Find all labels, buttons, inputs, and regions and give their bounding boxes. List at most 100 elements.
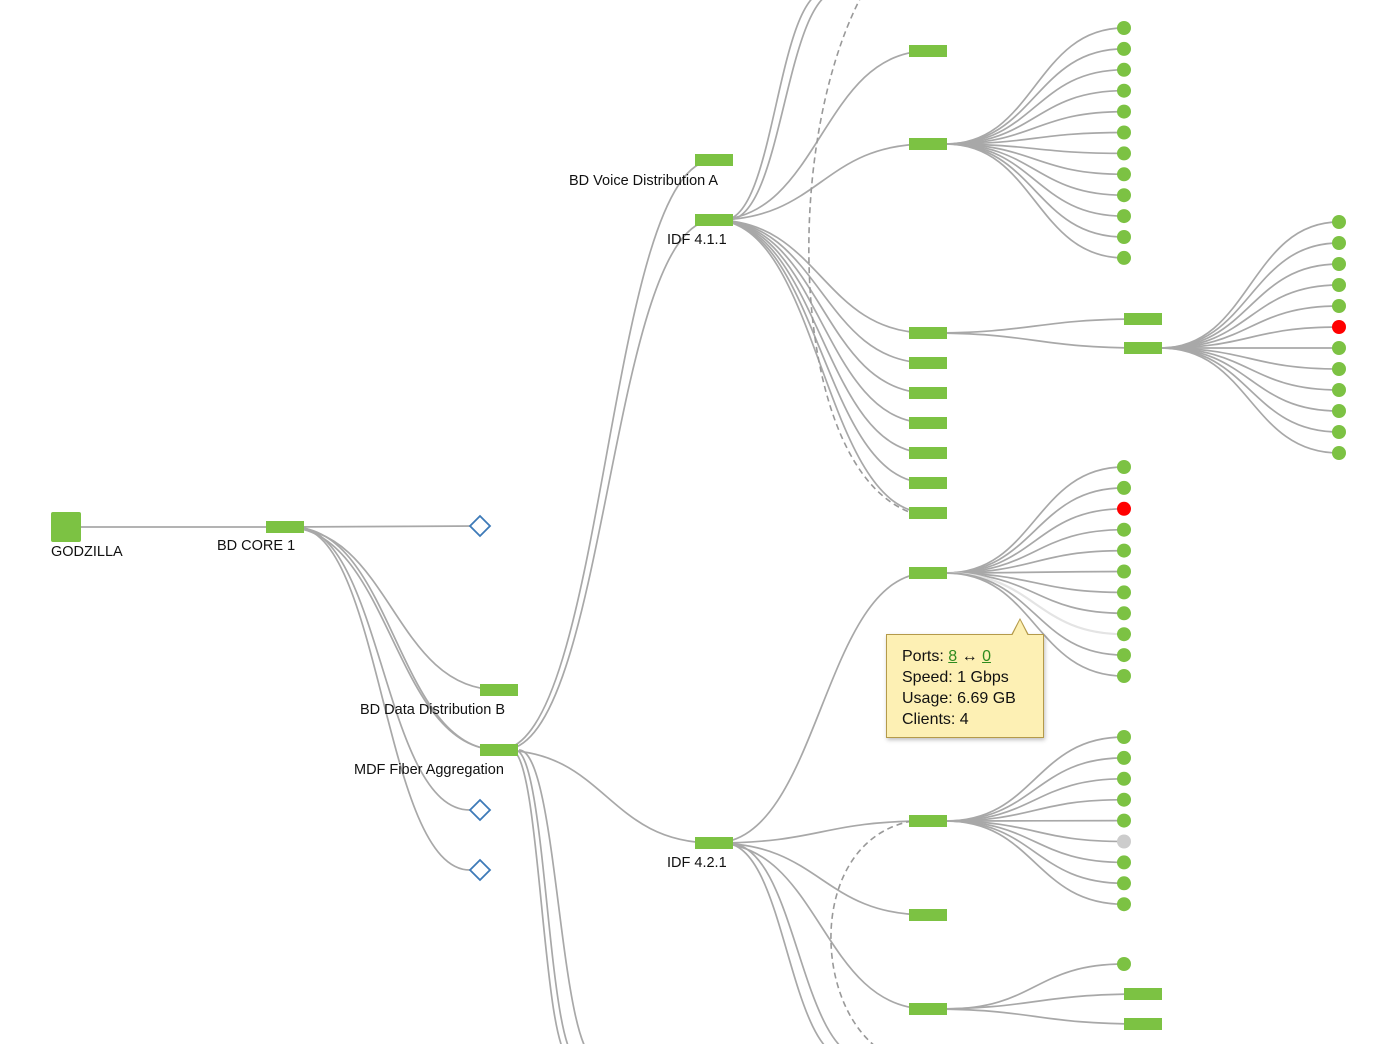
link-line [945,89,1125,145]
client-dot-icon[interactable] [1332,215,1346,229]
switch-icon[interactable] [909,417,947,429]
client-dot-icon[interactable] [1332,383,1346,397]
switch-icon[interactable] [695,214,733,226]
link-line [1160,347,1340,433]
client-dot-icon[interactable] [1332,425,1346,439]
switch-icon[interactable] [909,815,947,827]
link-line [1160,242,1340,349]
link-line [290,526,500,751]
client-dot-icon[interactable] [1117,230,1131,244]
unmanaged-diamond-icon[interactable] [468,514,492,538]
client-dot-icon[interactable] [1117,897,1131,912]
link-line [945,736,1125,822]
client-dot-icon[interactable] [1117,83,1131,98]
client-dot-icon[interactable] [1117,480,1131,495]
link-line [945,963,1125,1010]
link-line [945,143,1125,238]
client-dot-icon[interactable] [1117,750,1131,765]
client-dot-icon[interactable] [1117,585,1131,600]
link-line [713,219,929,484]
client-dot-icon[interactable] [1117,855,1131,870]
client-dot-icon[interactable] [1117,250,1131,265]
client-dot-icon[interactable] [1117,648,1131,663]
switch-icon[interactable] [909,477,947,489]
switch-icon[interactable] [266,521,304,533]
switch-icon[interactable] [909,45,947,57]
client-dot-icon[interactable] [1332,257,1346,271]
client-dot-icon[interactable] [1117,957,1131,971]
client-dot-icon[interactable] [1117,41,1131,56]
client-dot-icon[interactable] [1332,236,1346,250]
gateway-icon[interactable] [51,512,81,542]
client-dot-icon[interactable] [1117,501,1131,516]
client-dot-icon[interactable] [1332,362,1346,376]
switch-icon[interactable] [909,507,947,519]
switch-icon[interactable] [909,327,947,339]
switch-icon[interactable] [909,387,947,399]
client-dot-icon[interactable] [1117,62,1131,77]
client-dot-icon[interactable] [1332,278,1346,292]
client-dot-icon[interactable] [1117,876,1131,891]
switch-icon[interactable] [1124,1018,1162,1030]
link-line [945,820,1125,885]
tooltip-speed: Speed: 1 Gbps [902,669,1009,686]
node-label-bd-core-1: BD CORE 1 [217,538,295,554]
client-dot-icon[interactable] [1117,543,1131,558]
link-line [713,820,929,844]
client-dot-icon[interactable] [1117,627,1131,642]
link-line [945,143,1125,197]
link-line [713,842,929,1010]
client-dot-icon[interactable] [1117,104,1131,119]
client-dot-icon[interactable] [1332,320,1346,334]
switch-icon[interactable] [480,684,518,696]
port-info-tooltip: Ports: 8 ↔ 0 Speed: 1 Gbps Usage: 6.69 G… [886,618,1044,738]
node-label-godzilla: GODZILLA [51,544,123,560]
topology-nodes [51,21,1346,1030]
switch-icon[interactable] [909,909,947,921]
link-line [514,749,569,1044]
switch-icon[interactable] [695,837,733,849]
switch-icon[interactable] [1124,988,1162,1000]
switch-icon[interactable] [695,154,733,166]
client-dot-icon[interactable] [1117,730,1131,744]
client-dot-icon[interactable] [1117,813,1131,828]
client-dot-icon[interactable] [1117,792,1131,807]
client-dot-icon[interactable] [1117,606,1131,621]
switch-icon[interactable] [480,744,518,756]
client-dot-icon[interactable] [1332,446,1346,460]
tooltip-ports-b-link[interactable]: 0 [982,648,991,665]
client-dot-icon[interactable] [1117,188,1131,203]
redundant-link-line [830,820,913,1044]
switch-icon[interactable] [909,357,947,369]
switch-icon[interactable] [909,447,947,459]
link-line [927,318,1144,334]
client-dot-icon[interactable] [1117,564,1131,579]
client-dot-icon[interactable] [1117,21,1131,35]
node-label-bd-voice-distribution-a: BD Voice Distribution A [569,173,718,189]
link-line [713,219,929,514]
tooltip-ports-a-link[interactable]: 8 [948,648,958,665]
tooltip-ports-label: Ports: [902,648,944,665]
client-dot-icon[interactable] [1117,125,1131,140]
client-dot-icon[interactable] [1117,460,1131,474]
client-dot-icon[interactable] [1117,146,1131,161]
unmanaged-diamond-icon[interactable] [468,798,492,822]
switch-icon[interactable] [909,567,947,579]
client-dot-icon[interactable] [1332,341,1346,355]
switch-icon[interactable] [1124,342,1162,354]
client-dot-icon[interactable] [1117,167,1131,182]
client-dot-icon[interactable] [1117,522,1131,537]
client-dot-icon[interactable] [1117,669,1131,683]
client-dot-icon[interactable] [1117,209,1131,224]
link-line [945,757,1125,822]
switch-icon[interactable] [1124,313,1162,325]
unmanaged-diamond-icon[interactable] [468,858,492,882]
switch-icon[interactable] [909,138,947,150]
client-dot-icon[interactable] [1117,771,1131,786]
client-dot-icon[interactable] [1332,299,1346,313]
client-dot-icon[interactable] [1332,404,1346,418]
switch-icon[interactable] [909,1003,947,1015]
link-line [945,507,1125,574]
client-dot-icon[interactable] [1117,834,1131,849]
link-line [945,528,1125,574]
